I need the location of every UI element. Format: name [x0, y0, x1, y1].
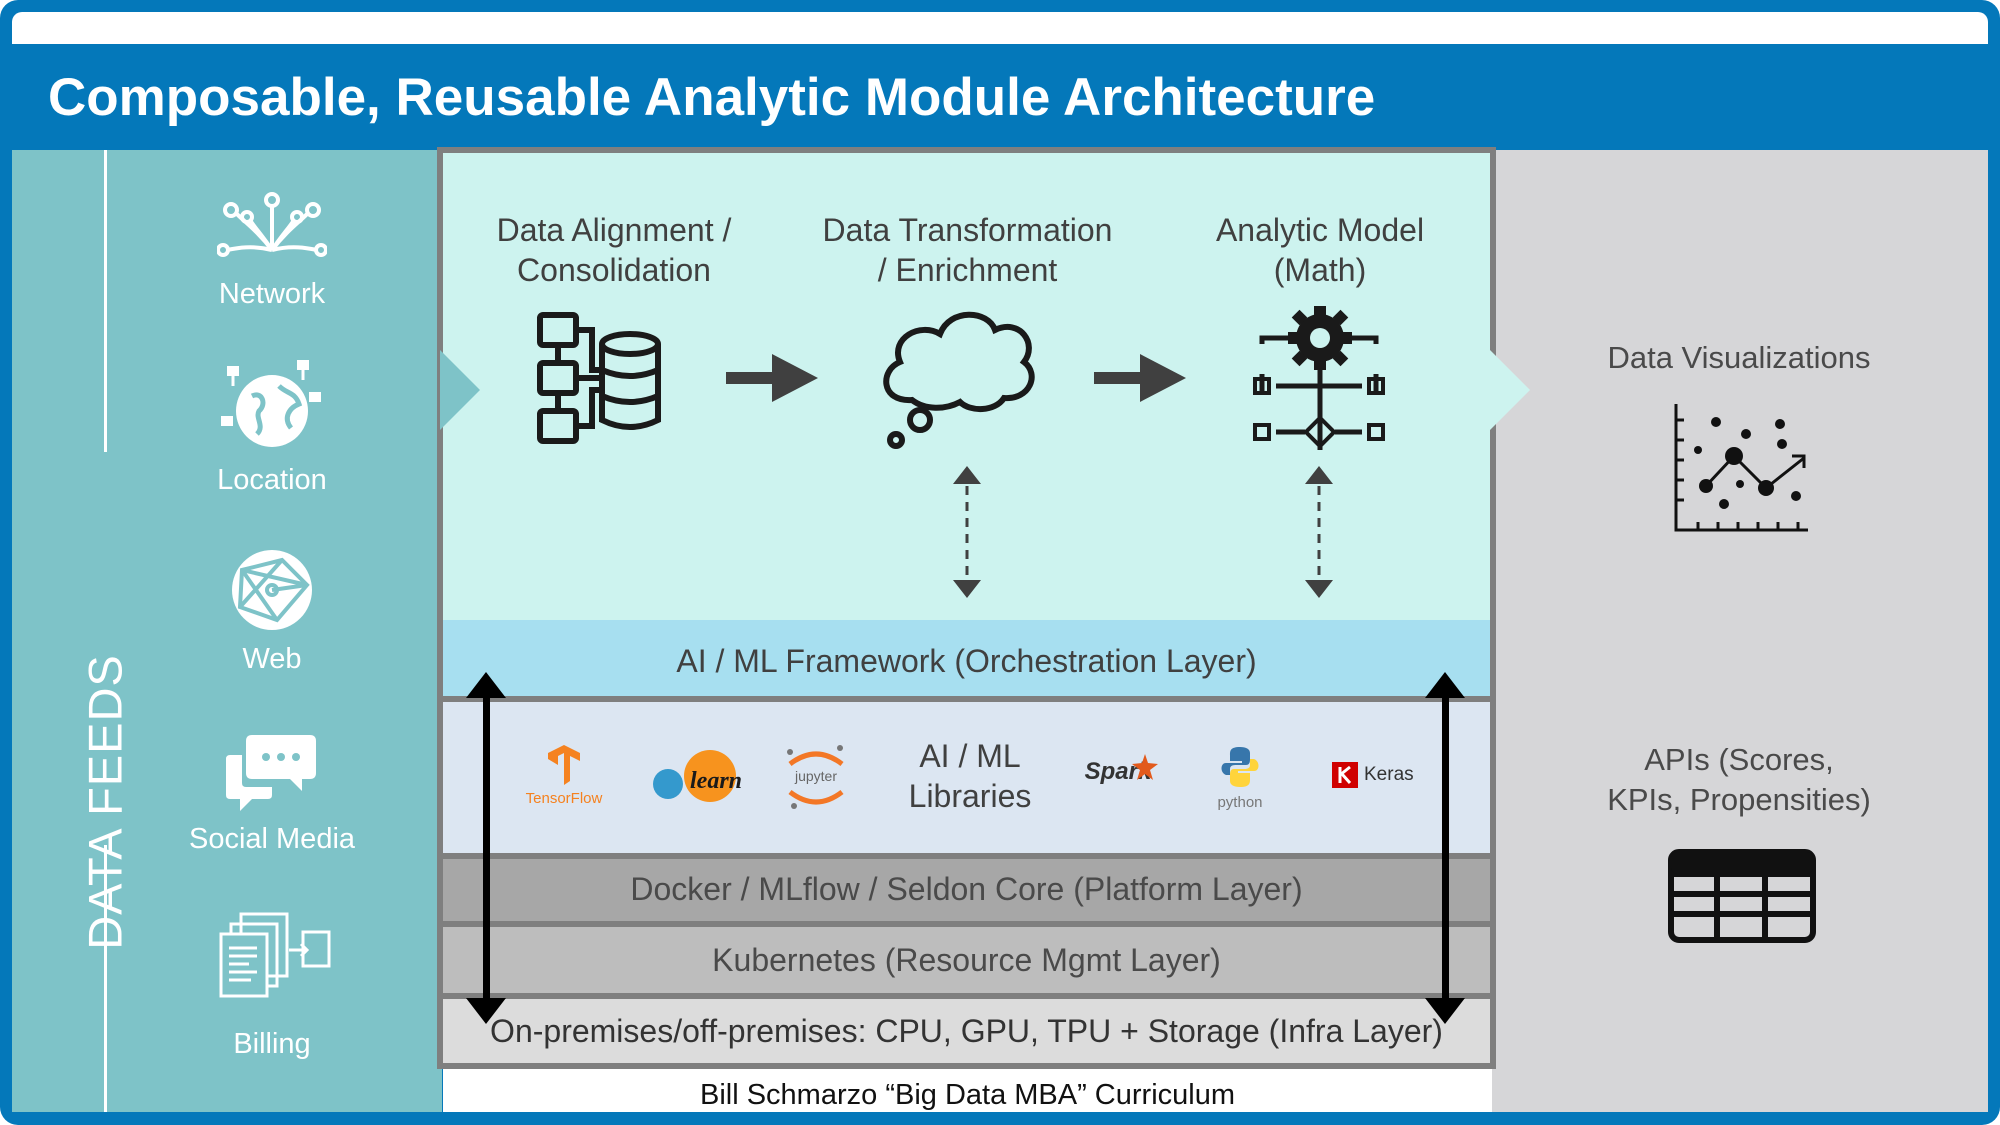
sklearn-icon	[653, 750, 736, 802]
flow-arrow-1	[726, 354, 818, 402]
stage-transformation-line2: / Enrichment	[877, 252, 1058, 288]
libraries-title-line1: AI / ML	[919, 738, 1021, 774]
output-exit-chevron	[1490, 350, 1530, 430]
feed-label-network: Network	[218, 278, 326, 310]
table-grid-icon	[1668, 849, 1816, 943]
output-label-apis: APIs (Scores, KPIs, Propensities)	[1490, 740, 1988, 820]
feeds-divider-bottom	[104, 845, 107, 1112]
output-apis-line1: APIs (Scores,	[1644, 742, 1834, 777]
stage-alignment-line2: Consolidation	[517, 252, 711, 288]
stack-arrow-left	[466, 672, 506, 1024]
credit-line: Bill Schmarzo “Big Data MBA” Curriculum	[699, 1079, 1235, 1111]
gear-network-icon	[1253, 335, 1385, 450]
feed-label-location: Location	[217, 464, 327, 496]
stage-label-model: Analytic Model (Math)	[1180, 210, 1460, 290]
dashed-link-model	[1305, 466, 1333, 598]
feed-web: Web	[172, 545, 372, 676]
chat-bubbles-icon	[226, 735, 316, 811]
sklearn-label: learn	[690, 768, 743, 794]
libraries-title: AI / ML Libraries	[880, 736, 1060, 816]
thought-cloud-icon	[883, 311, 1035, 449]
python-label: python	[1217, 794, 1263, 811]
feed-label-social-media: Social Media	[188, 823, 356, 855]
jupyter-label: jupyter	[794, 768, 838, 784]
feed-label-billing: Billing	[233, 1028, 311, 1060]
output-apis-line2: KPIs, Propensities)	[1607, 782, 1871, 817]
stage-transformation-line1: Data Transformation	[822, 212, 1113, 248]
tensorflow-icon	[548, 745, 580, 785]
stage-model-line2: (Math)	[1273, 252, 1367, 288]
jupyter-logo: jupyter	[780, 742, 852, 812]
sklearn-logo: learn	[650, 746, 750, 806]
feed-entry-chevron	[440, 350, 480, 430]
stack-arrow-right	[1425, 672, 1465, 1024]
web-sphere-icon	[232, 550, 312, 630]
scatter-chart-icon	[1674, 404, 1808, 532]
tensorflow-logo: TensorFlow	[512, 745, 616, 807]
feed-network: Network	[172, 190, 372, 311]
stage-label-alignment: Data Alignment / Consolidation	[458, 210, 770, 290]
database-stack-icon	[537, 312, 661, 444]
feed-billing: Billing	[172, 910, 372, 1061]
python-logo: python	[1210, 745, 1270, 811]
globe-location-icon	[221, 360, 321, 447]
credit-box	[443, 1069, 1492, 1112]
keras-label: Keras	[1364, 764, 1414, 785]
jupyter-icon	[787, 745, 844, 809]
feed-social-media: Social Media	[172, 725, 372, 856]
orchestration-layer: AI / ML Framework (Orchestration Layer)	[443, 620, 1490, 696]
network-icon	[217, 192, 327, 257]
stage-label-transformation: Data Transformation / Enrichment	[800, 210, 1135, 290]
gear-icon	[1288, 306, 1352, 370]
top-strip	[12, 12, 1988, 44]
spark-star-icon	[1132, 754, 1158, 780]
libraries-title-line2: Libraries	[908, 778, 1032, 814]
output-label-visualizations: Data Visualizations	[1607, 340, 1871, 375]
dashed-link-transformation	[953, 466, 981, 598]
billing-documents-icon	[219, 912, 331, 998]
diagram-title: Composable, Reusable Analytic Module Arc…	[48, 68, 1376, 127]
keras-icon	[1332, 762, 1358, 788]
spark-logo: Spark	[1078, 754, 1158, 804]
feed-label-web: Web	[242, 643, 302, 675]
feed-location: Location	[172, 356, 372, 497]
flow-arrow-2	[1094, 354, 1186, 402]
data-feeds-panel: DATA FEEDS Network	[12, 150, 442, 1112]
keras-logo: Keras	[1330, 760, 1430, 800]
feeds-divider-top	[104, 150, 107, 452]
tensorflow-label: TensorFlow	[525, 790, 603, 807]
stage-alignment-line1: Data Alignment /	[496, 212, 732, 248]
outputs-panel	[1490, 150, 1988, 1112]
platform-layer: Docker / MLflow / Seldon Core (Platform …	[443, 853, 1490, 921]
libraries-layer	[443, 696, 1490, 853]
python-icon	[1221, 747, 1259, 787]
stage-model-line1: Analytic Model	[1215, 212, 1425, 248]
infra-layer: On-premises/off-premises: CPU, GPU, TPU …	[443, 993, 1490, 1063]
resource-layer: Kubernetes (Resource Mgmt Layer)	[443, 921, 1490, 993]
